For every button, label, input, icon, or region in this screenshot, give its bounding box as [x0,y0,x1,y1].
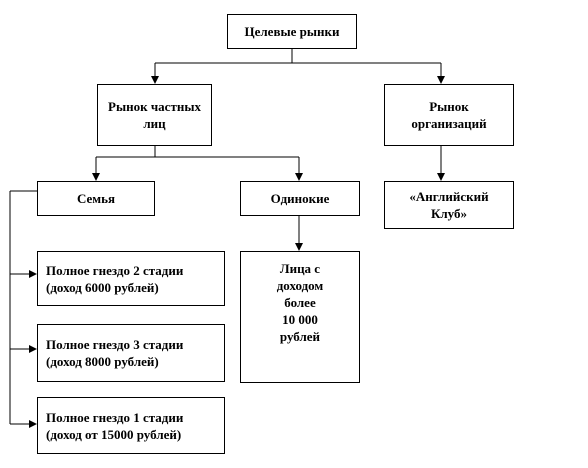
node-family: Семья [37,181,155,216]
node-private-market: Рынок частных лиц [97,84,212,146]
node-english-club-label: «Английский Клуб» [409,189,489,221]
node-target-markets: Целевые рынки [227,14,357,49]
node-full-nest-1-label: Полное гнездо 1 стадии (доход от 15000 р… [46,409,184,442]
node-income-persons: Лица с доходом более 10 000 рублей [240,251,360,383]
node-singles: Одинокие [240,181,360,216]
node-org-market-label: Рынок организаций [411,99,487,131]
node-target-markets-label: Целевые рынки [244,24,340,39]
node-full-nest-3: Полное гнездо 3 стадии (доход 8000 рубле… [37,324,225,382]
node-singles-label: Одинокие [270,191,330,206]
node-full-nest-1: Полное гнездо 1 стадии (доход от 15000 р… [37,397,225,454]
node-english-club: «Английский Клуб» [384,181,514,229]
node-org-market: Рынок организаций [384,84,514,146]
node-income-persons-label: Лица с доходом более 10 000 рублей [276,261,324,344]
node-full-nest-2: Полное гнездо 2 стадии (доход 6000 рубле… [37,251,225,306]
node-full-nest-3-label: Полное гнездо 3 стадии (доход 8000 рубле… [46,337,184,369]
node-full-nest-2-label: Полное гнездо 2 стадии (доход 6000 рубле… [46,262,184,295]
node-private-market-label: Рынок частных лиц [108,99,201,131]
node-family-label: Семья [76,191,116,206]
